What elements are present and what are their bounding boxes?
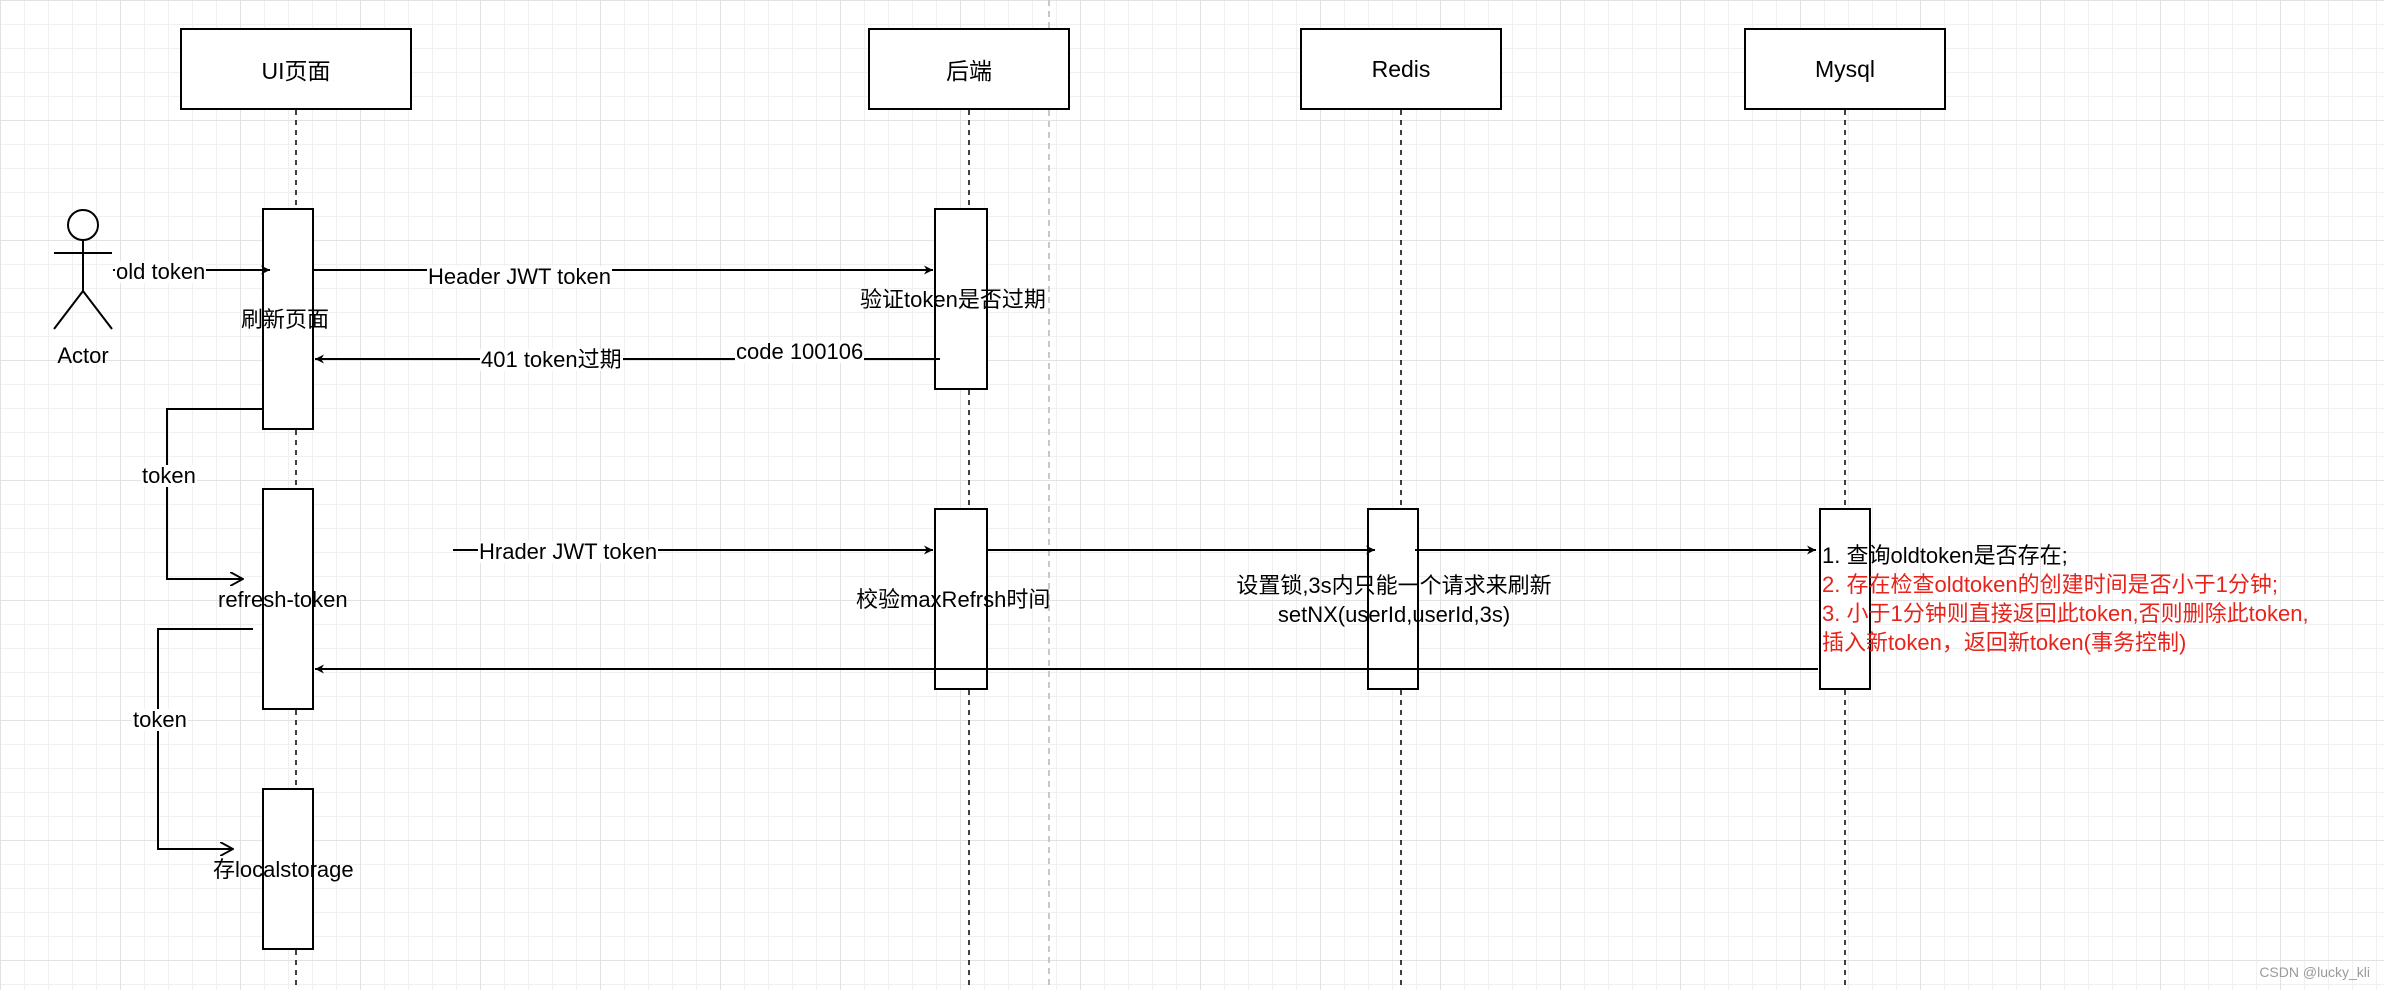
activation-mysql-1	[1819, 508, 1871, 690]
activation-ui-2	[262, 488, 314, 710]
activation-ui-3	[262, 788, 314, 950]
participant-redis[interactable]: Redis	[1300, 28, 1502, 110]
note-mysql-steps: 1. 查询oldtoken是否存在; 2. 存在检查oldtoken的创建时间是…	[1822, 541, 2309, 657]
note-lock-line2: setNX(userId,userId,3s)	[1277, 602, 1511, 627]
message-401-label: 401 token过期	[480, 347, 623, 372]
actor-label: Actor	[57, 343, 109, 368]
note-mysql-line-2: 2. 存在检查oldtoken的创建时间是否小于1分钟;	[1822, 572, 2278, 597]
participant-backend-label: 后端	[946, 58, 992, 84]
message-token-label-2: token	[132, 707, 188, 732]
activation-backend-2	[934, 508, 988, 690]
message-token-label-1: token	[141, 463, 197, 488]
participant-backend[interactable]: 后端	[868, 28, 1070, 110]
note-mysql-line-3: 3. 小于1分钟则直接返回此token,否则删除此token,	[1822, 601, 2309, 626]
note-refresh-token: refresh-token	[218, 587, 348, 612]
activation-ui-1	[262, 208, 314, 430]
note-check-max-refresh: 校验maxRefrsh时间	[856, 587, 1051, 612]
participant-ui-label: UI页面	[261, 58, 331, 84]
activation-redis-1	[1367, 508, 1419, 690]
note-verify-expiry: 验证token是否过期	[860, 287, 1046, 312]
message-header-jwt-label: Header JWT token	[427, 264, 613, 289]
message-token-loop-2	[157, 628, 253, 849]
message-token-loop-1	[166, 408, 263, 579]
participant-redis-label: Redis	[1371, 55, 1431, 82]
note-mysql-line-1: 1. 查询oldtoken是否存在;	[1822, 543, 2068, 568]
watermark: CSDN @lucky_kli	[2259, 964, 2370, 980]
actor-figure	[53, 209, 113, 330]
note-store-localstorage: 存localstorage	[213, 857, 354, 882]
note-refresh-page: 刷新页面	[241, 307, 330, 332]
message-hrader-jwt-label: Hrader JWT token	[478, 539, 659, 564]
message-code-label: code 100106	[735, 339, 865, 364]
note-mysql-line-4: 插入新token，返回新token(事务控制)	[1822, 630, 2187, 655]
activation-backend-1	[934, 208, 988, 390]
note-lock-line1: 设置锁,3s内只能一个请求来刷新	[1236, 573, 1552, 598]
participant-mysql-label: Mysql	[1814, 55, 1876, 82]
participant-mysql[interactable]: Mysql	[1744, 28, 1946, 110]
participant-ui[interactable]: UI页面	[180, 28, 412, 110]
message-old-token-label: old token	[115, 259, 207, 284]
